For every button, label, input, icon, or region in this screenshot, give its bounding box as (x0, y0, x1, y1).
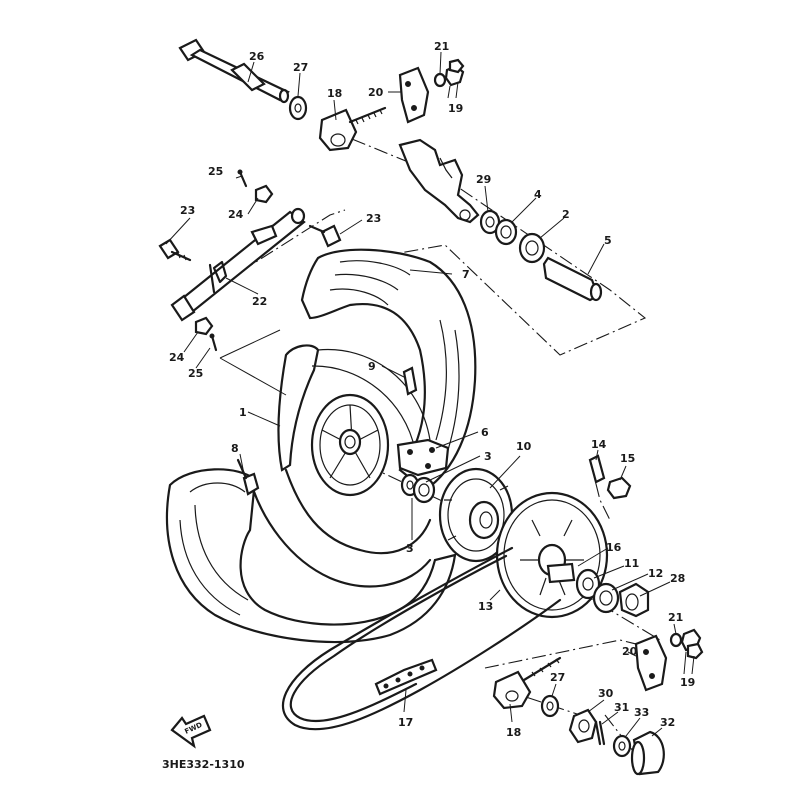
callout-10: 10 (516, 440, 532, 453)
wheel-rim (248, 344, 432, 588)
callout-21b: 21 (668, 611, 683, 624)
callout-31: 31 (614, 701, 629, 714)
callout-11: 11 (624, 557, 639, 570)
callout-2: 2 (562, 208, 570, 221)
callout-23b: 23 (366, 212, 381, 225)
callout-26: 26 (249, 50, 265, 63)
drive-chain-17 (282, 546, 562, 731)
callout-30: 30 (598, 687, 614, 700)
adjuster-plate-bottom (634, 634, 668, 692)
brake-bracket (398, 138, 480, 224)
axle-cap-32 (630, 730, 665, 776)
bearing-set-right (479, 209, 603, 302)
axle-bolt (178, 38, 290, 104)
forward-direction-arrow: FWD (170, 714, 212, 749)
callout-8: 8 (231, 442, 239, 455)
chain-puller-top (318, 106, 387, 152)
callout-32: 32 (660, 716, 675, 729)
collar-28 (618, 582, 650, 618)
callout-20: 20 (368, 86, 384, 99)
rim-band-9 (402, 366, 418, 396)
callout-16: 16 (606, 541, 622, 554)
callout-6: 6 (481, 426, 489, 439)
callout-25b: 25 (188, 367, 203, 380)
cotter-pin-25-bottom (209, 333, 218, 352)
callout-7: 7 (462, 268, 470, 281)
valve-8 (236, 458, 260, 496)
rear-axle-shaft (170, 207, 306, 322)
part-code-label: 3HE332-1310 (162, 758, 245, 771)
oil-seal-12 (592, 582, 620, 614)
callout-17: 17 (398, 716, 413, 729)
callout-27b: 27 (550, 671, 565, 684)
axle-nut-30 (568, 708, 598, 744)
callout-5: 5 (604, 234, 612, 247)
callout-19: 19 (448, 102, 463, 115)
cotter-pin-25-top (237, 169, 248, 188)
callout-24b: 24 (169, 351, 185, 364)
callout-9: 9 (368, 360, 376, 373)
callout-1: 1 (239, 406, 247, 419)
cotter-pin-31 (594, 720, 606, 746)
callout-27: 27 (293, 61, 308, 74)
callout-numbers: 26 27 18 20 21 19 29 4 2 5 7 25 24 23 23… (169, 40, 695, 739)
callout-12: 12 (648, 567, 663, 580)
bearing-3 (400, 473, 436, 504)
callout-15: 15 (620, 452, 635, 465)
collar-16 (546, 562, 576, 584)
leader-lines (165, 51, 695, 737)
callout-18b: 18 (506, 726, 521, 739)
callout-29: 29 (476, 173, 491, 186)
damper-plate-6 (396, 438, 450, 477)
sprocket-hub-10 (438, 467, 514, 563)
adjuster-plate-top (398, 66, 430, 124)
callout-21: 21 (434, 40, 449, 53)
chain-puller-bottom (492, 656, 562, 710)
callout-4: 4 (534, 188, 542, 201)
nut-washer-bottom (669, 628, 704, 660)
nut-24-bottom (194, 316, 214, 336)
callout-13: 13 (478, 600, 493, 613)
washer-33 (612, 734, 632, 758)
callout-25: 25 (208, 165, 223, 178)
callout-22: 22 (252, 295, 267, 308)
callout-3: 3 (484, 450, 492, 463)
callout-14: 14 (591, 438, 607, 451)
bolt-23-left (158, 238, 192, 262)
callout-19b: 19 (680, 676, 695, 689)
callout-23: 23 (180, 204, 195, 217)
callout-18: 18 (327, 87, 342, 100)
callout-28: 28 (670, 572, 685, 585)
bolt-14 (588, 454, 606, 484)
callout-3b: 3 (406, 542, 414, 555)
bearing-11 (575, 568, 601, 600)
callout-33: 33 (634, 706, 649, 719)
washer-bottom (540, 694, 560, 718)
nut-washer-top (433, 58, 465, 88)
callout-24: 24 (228, 208, 244, 221)
callout-20b: 20 (622, 645, 638, 658)
nut-24-top (254, 184, 274, 204)
nut-15 (606, 476, 632, 500)
washer-top (288, 95, 308, 121)
bolt-23-right (308, 224, 342, 248)
